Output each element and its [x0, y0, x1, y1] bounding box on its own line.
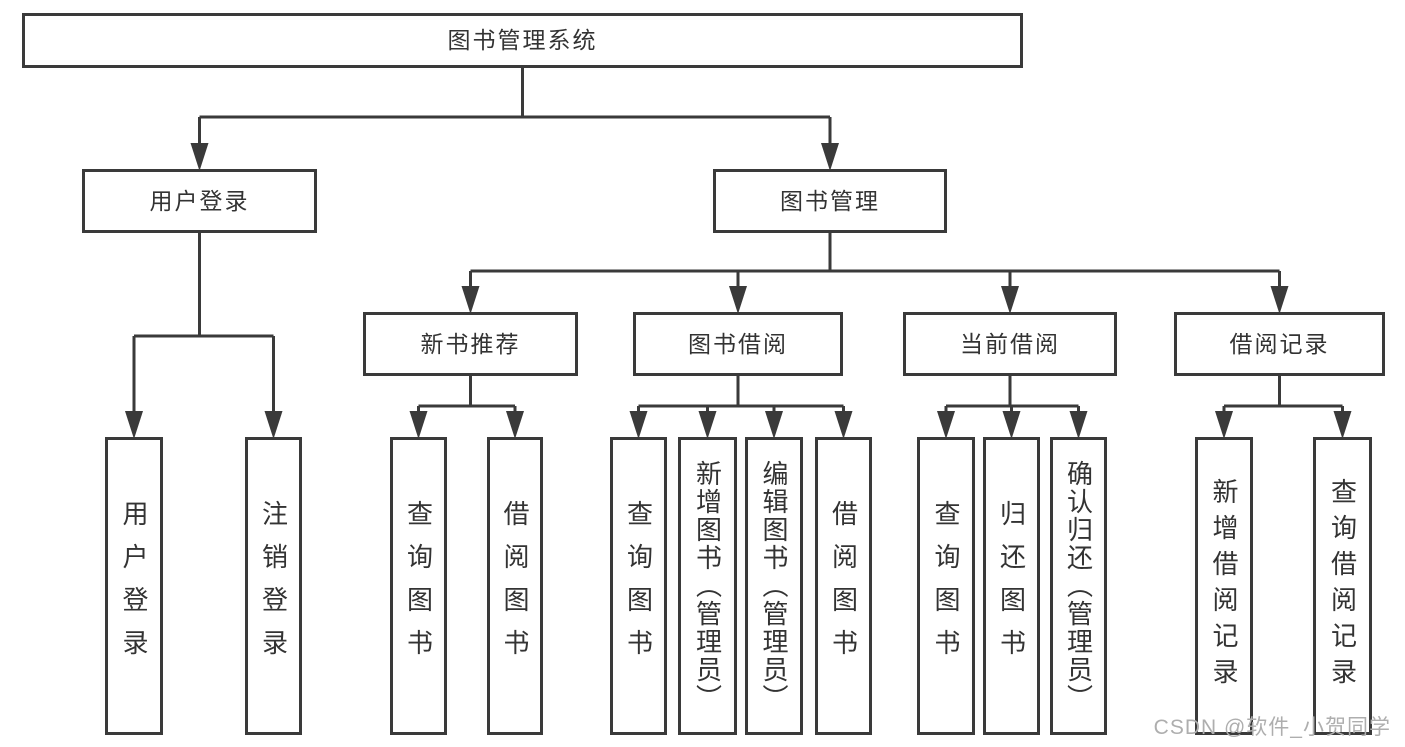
node-label-new-book: 新书推荐: [420, 330, 521, 357]
node-logout: 注销登录: [245, 437, 302, 735]
node-bw-edit: 编辑图书（管理员）: [745, 437, 803, 735]
node-current: 当前借阅: [903, 312, 1117, 376]
node-bw-query: 查询图书: [610, 437, 667, 735]
node-label-current: 当前借阅: [960, 330, 1060, 357]
node-label-root: 图书管理系统: [447, 27, 598, 53]
arrowhead-borrow: [729, 286, 747, 314]
node-bw-borrow: 借阅图书: [815, 437, 872, 735]
arrowhead-login: [125, 411, 143, 439]
arrowhead-logout: [264, 411, 283, 439]
node-label-cb-confirm: 确认归还（管理员）: [1063, 460, 1094, 712]
node-root: 图书管理系统: [22, 13, 1023, 68]
node-label-borrow: 图书借阅: [688, 330, 788, 357]
node-cb-return: 归还图书: [983, 437, 1040, 735]
arrowhead-rc-add: [1215, 411, 1233, 439]
arrowhead-book-mgmt: [821, 143, 839, 171]
node-borrow: 图书借阅: [633, 312, 843, 376]
node-login: 用户登录: [105, 437, 163, 735]
node-cb-query: 查询图书: [917, 437, 975, 735]
node-label-nb-query: 查询图书: [403, 500, 434, 672]
node-label-cb-query: 查询图书: [931, 500, 961, 672]
node-bw-add: 新增图书（管理员）: [678, 437, 737, 735]
node-label-user-login: 用户登录: [149, 187, 250, 214]
arrowhead-cb-query: [937, 411, 955, 439]
node-label-rc-add: 新增借阅记录: [1209, 478, 1239, 694]
node-cb-confirm: 确认归还（管理员）: [1050, 437, 1107, 735]
node-nb-borrow: 借阅图书: [487, 437, 543, 735]
node-label-records: 借阅记录: [1229, 330, 1330, 357]
arrowhead-rc-query: [1333, 411, 1352, 439]
node-user-login: 用户登录: [82, 169, 317, 233]
node-label-bw-edit: 编辑图书（管理员）: [759, 460, 789, 712]
arrowhead-bw-edit: [765, 411, 783, 439]
arrowhead-cb-confirm: [1069, 411, 1088, 439]
watermark: CSDN @软件_小贺同学: [1153, 716, 1391, 739]
arrowhead-new-book: [461, 286, 480, 314]
node-label-book-mgmt: 图书管理: [780, 187, 880, 214]
arrowhead-cb-return: [1002, 411, 1021, 439]
node-label-logout: 注销登录: [258, 500, 289, 672]
arrowhead-records: [1270, 286, 1289, 314]
node-new-book: 新书推荐: [363, 312, 578, 376]
node-nb-query: 查询图书: [390, 437, 447, 735]
node-label-bw-add: 新增图书（管理员）: [692, 460, 723, 712]
node-label-bw-borrow: 借阅图书: [828, 500, 859, 672]
node-rc-add: 新增借阅记录: [1195, 437, 1253, 735]
node-label-bw-query: 查询图书: [623, 500, 654, 672]
arrowhead-nb-query: [409, 411, 428, 439]
arrowhead-bw-borrow: [834, 411, 853, 439]
node-rc-query: 查询借阅记录: [1313, 437, 1372, 735]
node-book-mgmt: 图书管理: [713, 169, 947, 233]
arrowhead-current: [1001, 286, 1019, 314]
arrowhead-user-login: [190, 143, 209, 171]
arrowhead-nb-borrow: [506, 411, 524, 439]
node-label-nb-borrow: 借阅图书: [500, 500, 530, 672]
node-label-cb-return: 归还图书: [996, 500, 1027, 672]
node-label-rc-query: 查询借阅记录: [1327, 478, 1358, 694]
node-records: 借阅记录: [1174, 312, 1385, 376]
arrowhead-bw-add: [698, 411, 717, 439]
arrowhead-bw-query: [629, 411, 648, 439]
node-label-login: 用户登录: [119, 500, 149, 672]
